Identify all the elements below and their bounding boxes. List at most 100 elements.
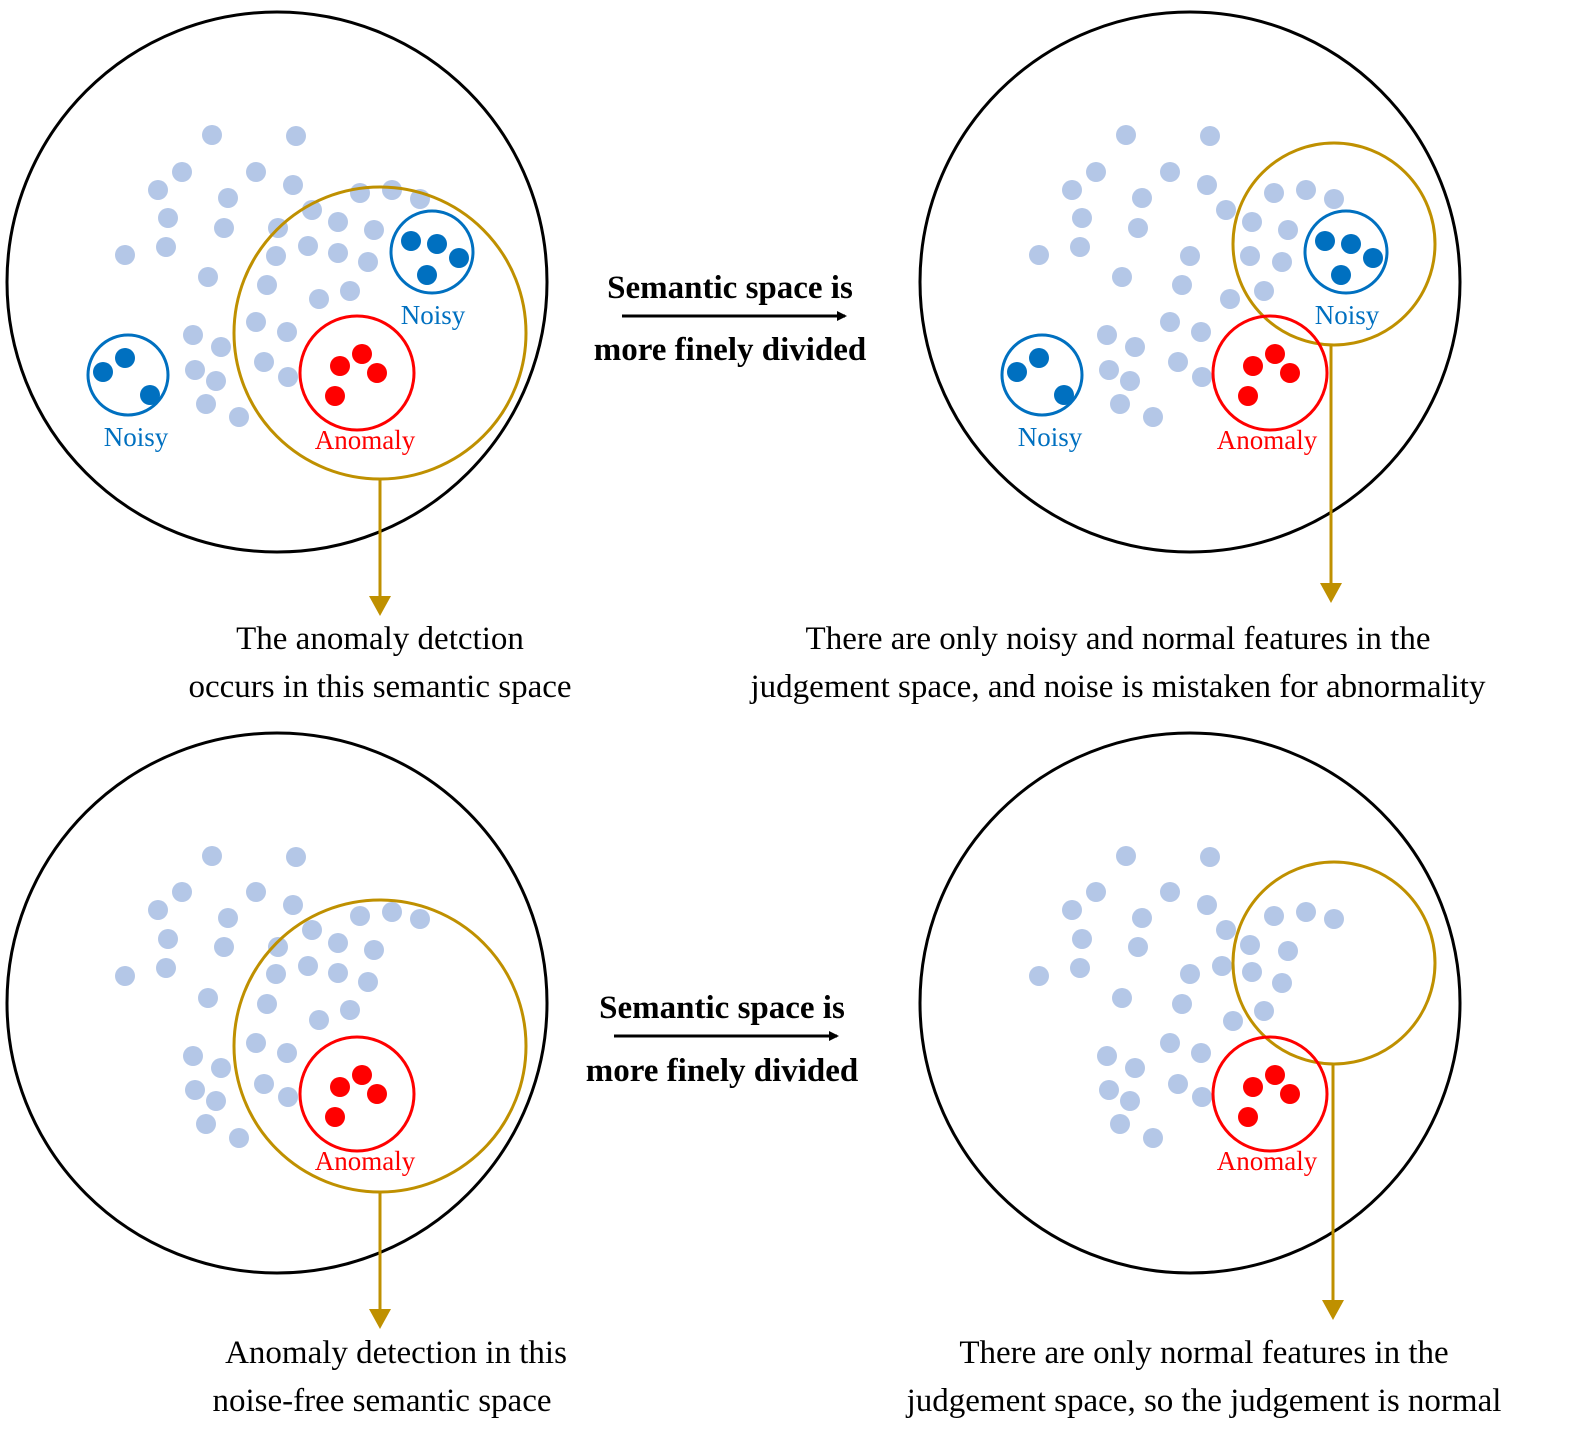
normal-points: [1029, 846, 1344, 1148]
normal-point: [1062, 180, 1082, 200]
arrow-label-line2: more finely divided: [586, 1053, 859, 1089]
noisy-cluster-right: Noisy: [389, 209, 475, 330]
normal-point: [1212, 956, 1232, 976]
judgement-space-circle: [1231, 141, 1437, 347]
noisy-label: Noisy: [1018, 422, 1083, 452]
normal-point: [1120, 1091, 1140, 1111]
normal-point: [350, 183, 370, 203]
normal-point: [214, 218, 234, 238]
normal-point: [1160, 162, 1180, 182]
normal-point: [266, 246, 286, 266]
normal-point: [1143, 1128, 1163, 1148]
noisy-cluster-right: Noisy: [1303, 209, 1389, 330]
normal-point: [1220, 289, 1240, 309]
anomaly-cluster: Anomaly: [298, 314, 416, 455]
normal-point: [328, 963, 348, 983]
normal-point: [1324, 909, 1344, 929]
normal-point: [254, 1074, 274, 1094]
arrow-label-line2: more finely divided: [594, 332, 867, 368]
normal-point: [1112, 267, 1132, 287]
caption-line2: judgement space, and noise is mistaken f…: [750, 669, 1486, 705]
panel-bottom-left: Anomaly: [5, 731, 549, 1329]
normal-point: [172, 882, 192, 902]
normal-point: [1216, 200, 1236, 220]
anomaly-point: [1265, 1065, 1285, 1085]
normal-point: [350, 906, 370, 926]
normal-point: [1097, 1046, 1117, 1066]
normal-point: [1112, 988, 1132, 1008]
anomaly-cluster: Anomaly: [1211, 1035, 1329, 1176]
normal-point: [277, 322, 297, 342]
anomaly-point: [325, 1107, 345, 1127]
normal-point: [115, 966, 135, 986]
judgement-space-circle: [1231, 860, 1437, 1066]
semantic-space-circle: [918, 10, 1462, 554]
noisy-cluster-ring: [1303, 209, 1389, 295]
judgement-pointer-head: [369, 1309, 391, 1329]
normal-point: [1242, 962, 1262, 982]
normal-point: [1072, 929, 1092, 949]
normal-point: [1099, 1080, 1119, 1100]
normal-point: [246, 312, 266, 332]
normal-point: [340, 281, 360, 301]
normal-point: [1072, 208, 1092, 228]
normal-point: [202, 846, 222, 866]
normal-point: [1264, 906, 1284, 926]
anomaly-point: [367, 1084, 387, 1104]
normal-point: [278, 367, 298, 387]
normal-point: [246, 1033, 266, 1053]
normal-point: [268, 937, 288, 957]
anomaly-cluster: Anomaly: [298, 1035, 416, 1176]
normal-point: [1128, 218, 1148, 238]
caption-bottom-right: There are only normal features in the ju…: [906, 1335, 1502, 1419]
normal-point: [1160, 1033, 1180, 1053]
normal-point: [229, 1128, 249, 1148]
normal-point: [1216, 920, 1236, 940]
normal-point: [298, 236, 318, 256]
normal-point: [211, 337, 231, 357]
normal-point: [1197, 175, 1217, 195]
caption-line2: noise-free semantic space: [213, 1383, 552, 1419]
normal-point: [1278, 941, 1298, 961]
normal-point: [302, 920, 322, 940]
anomaly-point: [330, 356, 350, 376]
normal-point: [1197, 895, 1217, 915]
anomaly-label: Anomaly: [315, 1146, 416, 1176]
noisy-point: [140, 385, 160, 405]
anomaly-point: [325, 386, 345, 406]
normal-point: [196, 394, 216, 414]
normal-point: [1172, 994, 1192, 1014]
normal-point: [298, 956, 318, 976]
normal-point: [1116, 125, 1136, 145]
normal-point: [257, 994, 277, 1014]
normal-point: [185, 1080, 205, 1100]
noisy-point: [1315, 231, 1335, 251]
noisy-point: [1054, 385, 1074, 405]
normal-point: [1191, 322, 1211, 342]
normal-point: [1116, 846, 1136, 866]
normal-point: [198, 988, 218, 1008]
normal-point: [278, 1087, 298, 1107]
normal-point: [1180, 964, 1200, 984]
caption-line2: occurs in this semantic space: [188, 669, 571, 705]
noisy-label: Noisy: [104, 422, 169, 452]
normal-points: [115, 125, 430, 427]
anomaly-cluster: Anomaly: [1211, 314, 1329, 455]
anomaly-point: [1243, 1077, 1263, 1097]
normal-point: [283, 895, 303, 915]
semantic-space-circle: [5, 731, 549, 1275]
arrow-label-line1: Semantic space is: [599, 990, 845, 1026]
anomaly-point: [1280, 363, 1300, 383]
normal-point: [1160, 312, 1180, 332]
normal-point: [214, 937, 234, 957]
normal-point: [185, 360, 205, 380]
anomaly-point: [352, 1065, 372, 1085]
normal-point: [172, 162, 192, 182]
noisy-cluster-ring: [1000, 333, 1084, 417]
normal-point: [364, 220, 384, 240]
caption-line2: judgement space, so the judgement is nor…: [906, 1383, 1502, 1419]
normal-point: [1264, 183, 1284, 203]
normal-point: [1192, 367, 1212, 387]
noisy-label: Noisy: [1315, 300, 1380, 330]
